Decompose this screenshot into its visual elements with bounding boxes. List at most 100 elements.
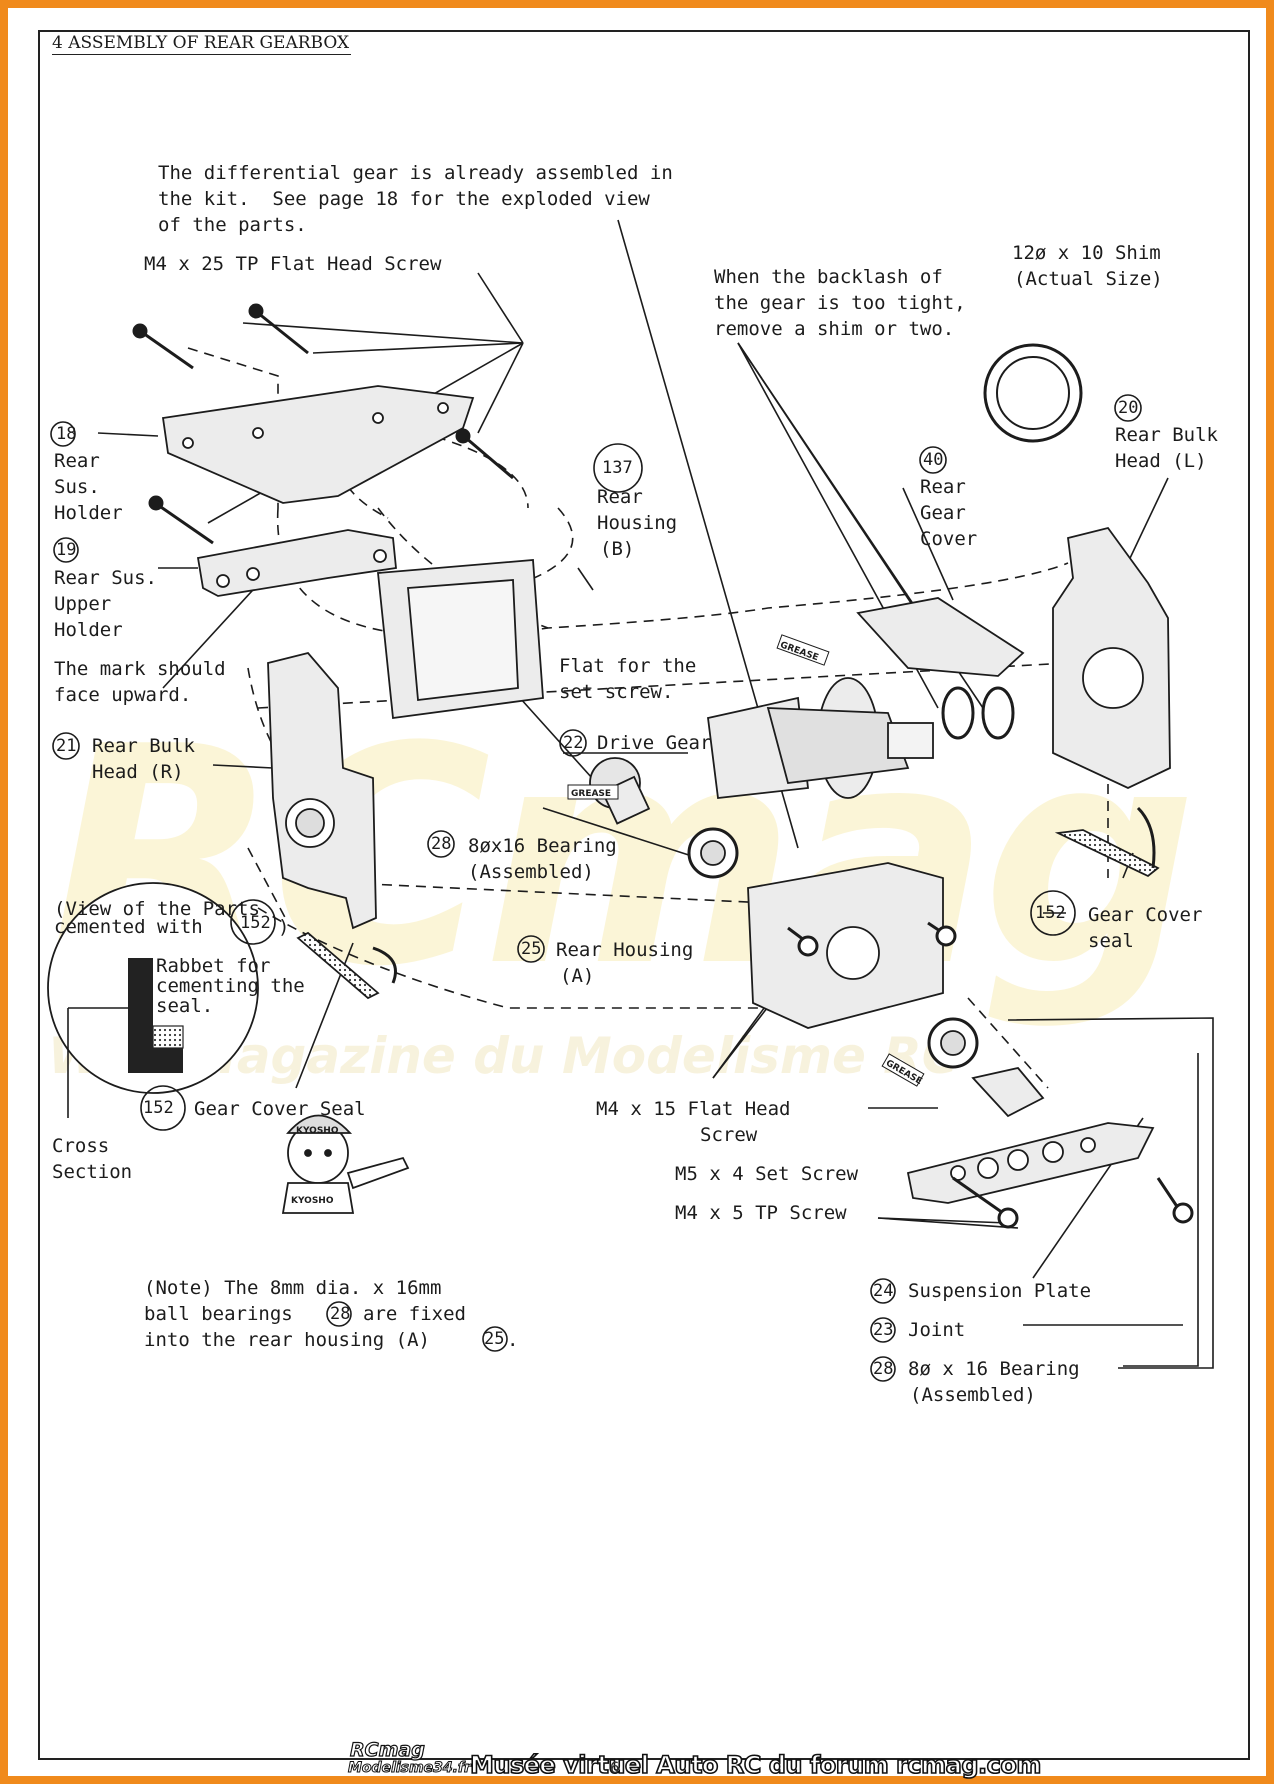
part-137-name-line3: (B) bbox=[600, 538, 635, 560]
part-19-name-line3: Holder bbox=[54, 619, 123, 641]
part-40-name-line1: Rear bbox=[920, 476, 966, 498]
bearing-note-part-28: 28 bbox=[330, 1304, 351, 1324]
differential-note-line2: the kit. See page 18 for the exploded vi… bbox=[158, 188, 650, 210]
bearing-note-line2a: ball bearings bbox=[144, 1303, 293, 1325]
bearing-note-period: . bbox=[507, 1329, 519, 1351]
cemented-note-close: ) bbox=[278, 916, 290, 938]
part-28b-name-line2: (Assembled) bbox=[910, 1384, 1036, 1406]
part-22-number: 22 bbox=[563, 733, 584, 753]
rear-sus-upper-holder-part bbox=[196, 529, 397, 597]
page-title: 4 ASSEMBLY OF REAR GEARBOX bbox=[52, 33, 352, 55]
part-40-name-line3: Cover bbox=[920, 528, 978, 550]
part-137-number: 137 bbox=[602, 458, 633, 478]
part-28-name-line1: 8øx16 Bearing bbox=[468, 835, 617, 857]
footer-logo-rcmag: RCmag bbox=[349, 1739, 425, 1761]
part-21-name-line1: Rear Bulk bbox=[92, 735, 195, 757]
differential-note-line3: of the parts. bbox=[158, 214, 307, 236]
bearing-note-line1: (Note) The 8mm dia. x 16mm bbox=[144, 1277, 442, 1299]
part-20-name-line2: Head (L) bbox=[1115, 450, 1207, 472]
mark-note-line2: face upward. bbox=[54, 684, 192, 706]
page-number: 6 bbox=[610, 1758, 620, 1777]
cemented-note-line2: cemented with bbox=[54, 916, 203, 938]
rabbet-note-line2: cementing the bbox=[156, 975, 305, 997]
part-25-name-line1: Rear Housing bbox=[556, 939, 694, 961]
part-19-name-line2: Upper bbox=[54, 593, 112, 615]
screw-m4x15-label-line1: M4 x 15 Flat Head bbox=[596, 1098, 791, 1120]
part-18-name-line1: Rear bbox=[54, 450, 100, 472]
shim-label-line2: (Actual Size) bbox=[1014, 268, 1163, 290]
cross-section-label-line2: Section bbox=[52, 1161, 133, 1183]
part-40-number: 40 bbox=[923, 450, 944, 470]
set-screw-label: M5 x 4 Set Screw bbox=[675, 1163, 859, 1185]
flat-note-line1: Flat for the bbox=[559, 655, 697, 677]
backlash-note-line2: the gear is too tight, bbox=[714, 292, 966, 314]
part-18-name-line2: Sus. bbox=[54, 476, 100, 498]
shim-label-line1: 12ø x 10 Shim bbox=[1012, 242, 1161, 264]
part-19-name-line1: Rear Sus. bbox=[54, 567, 157, 589]
grease-tags bbox=[567, 634, 925, 1087]
part-28b-number: 28 bbox=[873, 1359, 894, 1379]
bearing-note-line3: into the rear housing (A) bbox=[144, 1329, 430, 1351]
part-number-circles bbox=[50, 394, 1142, 1382]
part-152-number-left: 152 bbox=[143, 1098, 174, 1118]
part-23-name: Joint bbox=[908, 1319, 966, 1341]
footer-credit: Musée virtuel Auto RC du forum rcmag.com bbox=[469, 1750, 1042, 1780]
part-25-name-line2: (A) bbox=[560, 965, 595, 987]
part-23-number: 23 bbox=[873, 1320, 894, 1340]
rear-gear-cover-part bbox=[856, 597, 1025, 677]
part-19-number: 19 bbox=[56, 540, 77, 560]
leader-lines bbox=[97, 219, 1214, 1369]
joint-part bbox=[971, 1067, 1045, 1118]
rabbet-note-line1: Rabbet for bbox=[156, 955, 271, 977]
part-137-name-line1: Rear bbox=[597, 486, 643, 508]
backlash-note-line3: remove a shim or two. bbox=[714, 318, 955, 340]
backlash-note-line1: When the backlash of bbox=[714, 266, 943, 288]
part-25-number: 25 bbox=[521, 939, 542, 959]
differential-gear-part bbox=[707, 677, 934, 799]
kyosho-shirt-logo: KYOSHO bbox=[291, 1196, 334, 1206]
suspension-plate-part bbox=[906, 1122, 1155, 1204]
assembly-guides bbox=[187, 347, 1109, 1089]
cemented-note-line1: (View of the Parts bbox=[54, 898, 260, 920]
part-18-name-line3: Holder bbox=[54, 502, 123, 524]
cross-section-label-line1: Cross bbox=[52, 1135, 110, 1157]
cross-section-inset bbox=[47, 882, 259, 1118]
part-24-number: 24 bbox=[873, 1281, 894, 1301]
gear-cover-seal-strip-a bbox=[1054, 829, 1160, 878]
mark-note-line1: The mark should bbox=[54, 658, 226, 680]
screw-m4x25-label: M4 x 25 TP Flat Head Screw bbox=[144, 253, 442, 275]
part-21-number: 21 bbox=[56, 736, 77, 756]
kyosho-mascot-illustration bbox=[281, 1114, 410, 1214]
part-152-number-inset: 152 bbox=[240, 913, 271, 933]
bearing-note-part-25: 25 bbox=[484, 1329, 505, 1349]
grease-tag-2: GREASE bbox=[571, 789, 611, 799]
part-20-name-line1: Rear Bulk bbox=[1115, 424, 1218, 446]
gear-cover-seal-strip-b bbox=[296, 931, 380, 1000]
part-28-name-line2: (Assembled) bbox=[468, 861, 594, 883]
part-152-name-right-line1: Gear Cover bbox=[1088, 904, 1203, 926]
part-152-name-left: Gear Cover Seal bbox=[194, 1098, 366, 1120]
part-40-name-line2: Gear bbox=[920, 502, 966, 524]
rear-sus-holder-part bbox=[161, 385, 475, 504]
part-24-name: Suspension Plate bbox=[908, 1280, 1092, 1302]
part-152-number-right: 152 bbox=[1035, 903, 1066, 923]
rear-bulk-head-r-part bbox=[267, 651, 377, 930]
flat-note-line2: set screw. bbox=[559, 681, 674, 703]
part-28-number: 28 bbox=[431, 834, 452, 854]
screws bbox=[132, 303, 1194, 1229]
page-frame bbox=[38, 30, 1250, 1760]
part-18-number: 18 bbox=[56, 424, 77, 444]
tp-screw-label: M4 x 5 TP Screw bbox=[675, 1202, 847, 1224]
part-22-name: Drive Gear bbox=[597, 732, 712, 754]
part-137-name-line2: Housing bbox=[597, 512, 678, 534]
part-20-number: 20 bbox=[1118, 398, 1139, 418]
footer-logo-modelisme: Modelisme34.fr bbox=[348, 1760, 472, 1777]
part-152-name-right-line2: seal bbox=[1088, 930, 1134, 952]
kyosho-cap-logo: KYOSHO bbox=[296, 1126, 339, 1136]
bearing-note-line2b: are fixed bbox=[363, 1303, 466, 1325]
part-21-name-line2: Head (R) bbox=[92, 761, 184, 783]
exploded-diagram: GREASE GREASE GREASE KYOSHO KYOSHO bbox=[47, 219, 1214, 1382]
differential-note-line1: The differential gear is already assembl… bbox=[158, 162, 673, 184]
screw-m4x15-label-line2: Screw bbox=[700, 1124, 758, 1146]
